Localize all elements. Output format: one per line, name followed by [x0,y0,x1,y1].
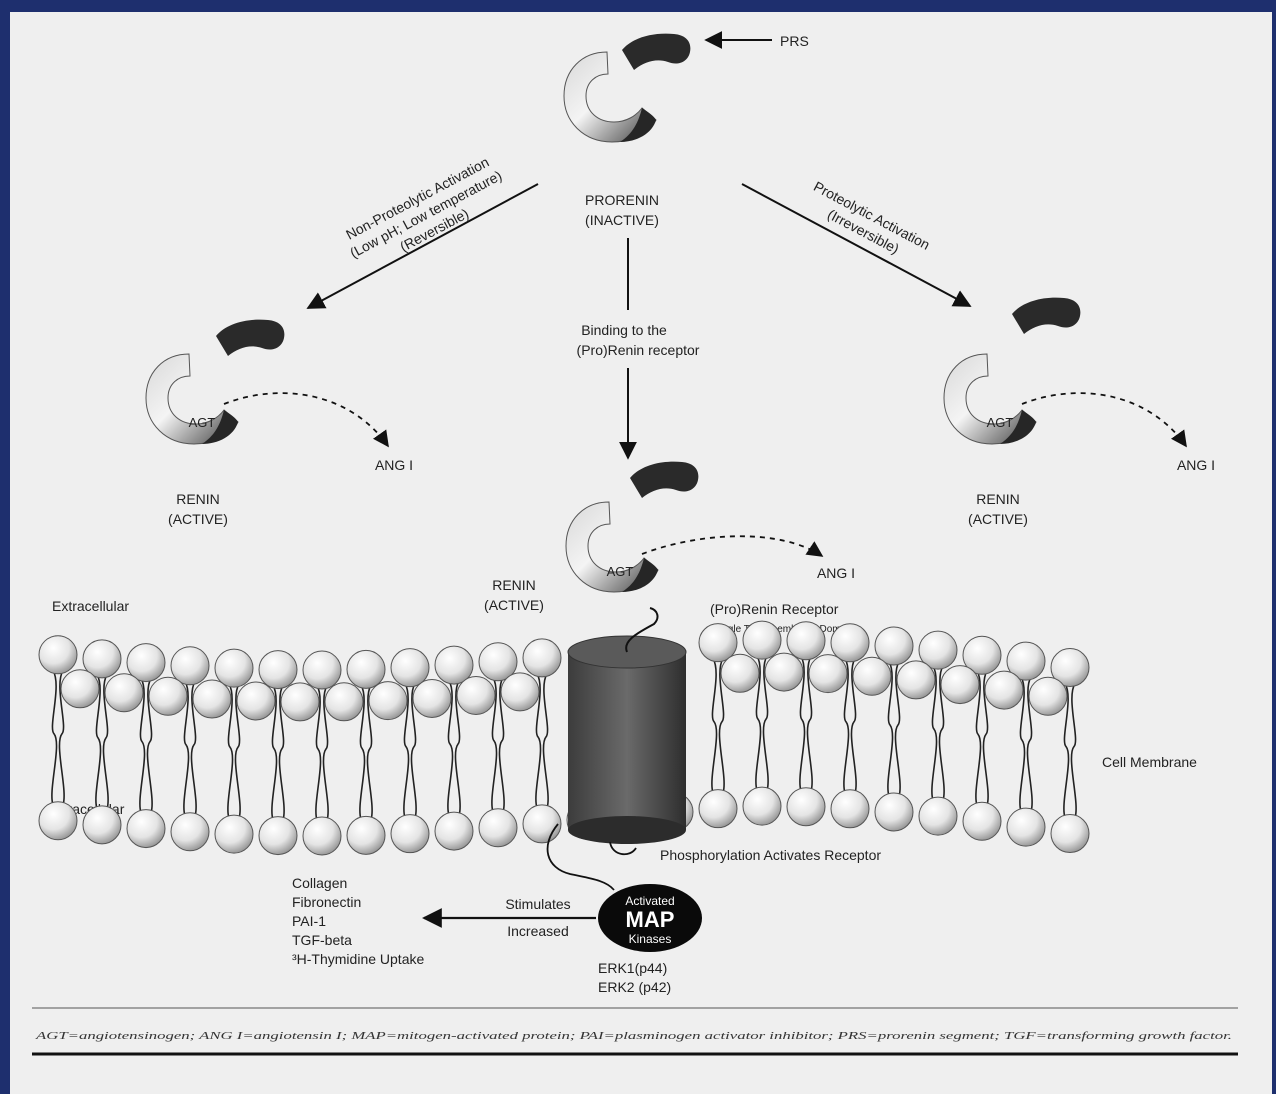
footnote: AGT=angiotensinogen; ANG I=angiotensin I… [34,1030,1232,1042]
phospholipid-head [831,624,869,662]
map-line3: Kinases [629,932,672,946]
renin-activation-diagram: PRS PRORENIN (INACTIVE) Non-Proteolytic … [10,12,1272,1094]
output-item: TGF-beta [292,932,352,948]
phospholipid-head [259,817,297,855]
right-renin-molecule [944,354,1036,444]
prorenin-state-label: (INACTIVE) [585,212,659,228]
phospholipid-head [875,793,913,831]
phospholipid-head [831,790,869,828]
phospholipid-head [941,666,979,704]
phospholipid-head [699,790,737,828]
output-item: ³H-Thymidine Uptake [292,951,424,967]
left-renin-label: RENIN [176,491,220,507]
output-item: PAI-1 [292,913,326,929]
phospholipid-head [985,671,1023,709]
map-line2: MAP [626,907,675,932]
phospholipid-head [457,677,495,715]
center-agt-to-ang-arrow [642,536,822,556]
phospholipid-head [105,674,143,712]
cell-membrane-label: Cell Membrane [1102,754,1197,770]
phospholipid-head [347,816,385,854]
phospholipid-head [853,657,891,695]
output-item: Collagen [292,875,347,891]
phospholipid-head [39,802,77,840]
phospholipid-head [413,679,451,717]
right-agt-label: AGT [987,415,1014,430]
output-item: Fibronectin [292,894,361,910]
prorenin-molecule [564,34,690,142]
phospholipid-head [963,802,1001,840]
phospholipid-head [237,682,275,720]
phospholipid-head [391,649,429,687]
phospholipid-head [215,649,253,687]
phospholipid-head [369,682,407,720]
phospholipid-head [391,815,429,853]
left-renin-state: (ACTIVE) [168,511,228,527]
phosphorylation-label: Phosphorylation Activates Receptor [660,847,881,863]
phospholipid-head [721,654,759,692]
right-renin-label: RENIN [976,491,1020,507]
phospholipid-head [523,639,561,677]
right-renin-state: (ACTIVE) [968,511,1028,527]
receptor-label: (Pro)Renin Receptor [710,601,839,617]
increased-label: Increased [507,923,568,939]
right-agt-to-ang-arrow [1022,393,1186,446]
phospholipid-head [149,677,187,715]
phospholipid-head [743,787,781,825]
phospholipid-head [83,806,121,844]
map-line1: Activated [625,894,674,908]
binding-label-line2: (Pro)Renin receptor [577,342,700,358]
phospholipid-head [523,805,561,843]
binding-label-line1: Binding to the [581,322,667,338]
phospholipid-head [479,809,517,847]
non-proteolytic-label-group: Non-Proteolytic Activation (Low pH; Low … [339,151,513,277]
phospholipid-head [1007,808,1045,846]
phospholipid-head [303,817,341,855]
lipid-bilayer [39,621,1089,855]
prs-label: PRS [780,33,809,49]
erk1-label: ERK1(p44) [598,960,667,976]
phospholipid-head [809,655,847,693]
extracellular-label: Extracellular [52,598,129,614]
left-ang-label: ANG I [375,457,413,473]
phospholipid-head [171,813,209,851]
phospholipid-head [193,680,231,718]
phospholipid-head [435,812,473,850]
phospholipid-head [919,797,957,835]
outputs-list: Collagen Fibronectin PAI-1 TGF-beta ³H-T… [292,875,424,967]
prorenin-label: PRORENIN [585,192,659,208]
phospholipid-head [347,650,385,688]
center-agt-label: AGT [607,564,634,579]
phospholipid-head [765,653,803,691]
right-prs-fragment [1012,298,1080,334]
phospholipid-head [787,788,825,826]
phospholipid-head [281,683,319,721]
phospholipid-head [743,621,781,659]
phospholipid-head [39,636,77,674]
phospholipid-head [325,683,363,721]
proteolytic-label-group: Proteolytic Activation (Irreversible) [803,178,933,269]
phospholipid-head [127,810,165,848]
phospholipid-head [897,661,935,699]
phospholipid-head [215,815,253,853]
phospholipid-head [1051,815,1089,853]
erk2-label: ERK2 (p42) [598,979,671,995]
right-ang-label: ANG I [1177,457,1215,473]
phospholipid-head [501,673,539,711]
left-agt-label: AGT [189,415,216,430]
diagram-frame: PRS PRORENIN (INACTIVE) Non-Proteolytic … [10,12,1272,1094]
phospholipid-head [787,622,825,660]
left-agt-to-ang-arrow [224,393,388,446]
phospholipid-head [1029,677,1067,715]
phospholipid-head [259,651,297,689]
center-ang-label: ANG I [817,565,855,581]
center-renin-state: (ACTIVE) [484,597,544,613]
phospholipid-head [61,670,99,708]
center-renin-label: RENIN [492,577,536,593]
stimulates-label: Stimulates [505,896,570,912]
phospholipid-head [303,651,341,689]
